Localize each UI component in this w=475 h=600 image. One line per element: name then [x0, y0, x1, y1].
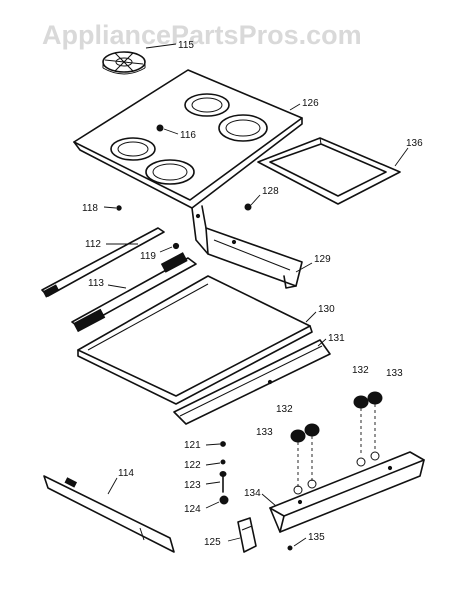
callout-132-left: 132 — [276, 404, 293, 415]
watermark-text: AppliancePartsPros.com — [42, 20, 362, 50]
callout-114: 114 — [118, 468, 134, 479]
callout-124: 124 — [184, 504, 201, 515]
leader-lines — [103, 43, 409, 547]
callout-119: 119 — [140, 251, 156, 262]
callout-130: 130 — [318, 304, 335, 315]
part-134-control-bracket[interactable] — [269, 451, 425, 533]
callout-121: 121 — [184, 440, 201, 451]
part-113-switch-bracket[interactable] — [71, 252, 197, 333]
callout-113: 113 — [88, 278, 104, 289]
part-130-panel[interactable] — [77, 275, 313, 405]
part-122-washer[interactable] — [220, 459, 226, 465]
part-125-hinge[interactable] — [237, 517, 257, 553]
callout-133-right: 133 — [386, 368, 403, 379]
callout-125: 125 — [204, 537, 221, 548]
part-123-spring[interactable] — [219, 471, 227, 493]
callout-116: 116 — [180, 130, 196, 141]
part-121-nut[interactable] — [220, 441, 226, 447]
part-126-cooktop[interactable] — [73, 69, 303, 209]
part-132-knob-left[interactable] — [304, 423, 320, 482]
part-131-trim[interactable] — [173, 339, 331, 425]
callout-128: 128 — [262, 186, 279, 197]
callout-132-right: 132 — [352, 365, 369, 376]
callout-labels: 115 126 116 136 128 118 112 119 129 113 … — [82, 40, 423, 548]
callout-123: 123 — [184, 480, 201, 491]
callout-122: 122 — [184, 460, 201, 471]
part-114-rear-strip[interactable] — [43, 475, 175, 553]
part-133-knob-left[interactable] — [290, 429, 306, 488]
callout-115: 115 — [178, 40, 194, 51]
part-132-knob-right[interactable] — [353, 395, 369, 456]
callout-129: 129 — [314, 254, 331, 265]
part-119-clip[interactable] — [172, 242, 180, 250]
callout-131: 131 — [328, 333, 345, 344]
part-124-screw[interactable] — [219, 495, 229, 505]
callout-135: 135 — [308, 532, 325, 543]
part-128-screw[interactable] — [244, 203, 252, 211]
part-136-gasket[interactable] — [257, 137, 401, 205]
part-135-screw[interactable] — [287, 545, 293, 551]
callout-112: 112 — [85, 239, 101, 250]
part-118-screw[interactable] — [116, 205, 122, 211]
callout-134: 134 — [244, 488, 261, 499]
callout-118: 118 — [82, 203, 98, 214]
callout-136: 136 — [406, 138, 423, 149]
part-112-control-strip[interactable] — [41, 227, 165, 298]
part-129-bracket[interactable] — [191, 205, 303, 289]
part-133-knob-right[interactable] — [367, 391, 383, 452]
callout-126: 126 — [302, 98, 319, 109]
callout-133-left: 133 — [256, 427, 273, 438]
part-115-knob[interactable] — [102, 51, 146, 75]
